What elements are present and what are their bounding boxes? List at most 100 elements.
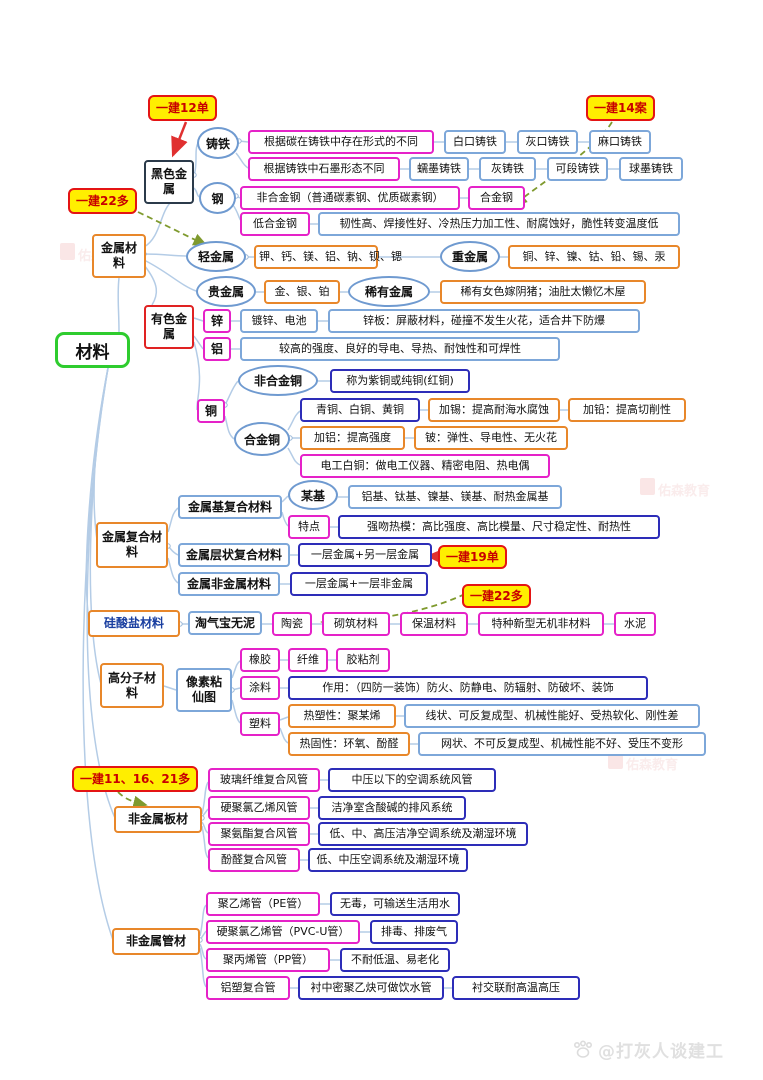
node-copper-add-lead: 加铅：提高切削性 [568, 398, 686, 422]
node-alloy-copper: 合金铜 [234, 422, 290, 456]
node-matrix-type: 某基 [288, 480, 338, 510]
node-pp-pipe: 聚丙烯管（PP管） [206, 948, 330, 972]
node-masonry-material: 砌筑材料 [322, 612, 390, 636]
node-zinc: 锌 [203, 309, 231, 333]
node-metal-nonmetal-def: 一层金属+一层非金属 [290, 572, 428, 596]
node-thermoset-props: 网状、不可反复成型、机械性能不好、受压不变形 [418, 732, 706, 756]
node-zinc-plate: 锌板：屏蔽材料，碰撞不发生火花，适合井下防爆 [328, 309, 640, 333]
node-gray-cast-iron: 灰铸铁 [479, 157, 536, 181]
node-rare-metal-mnemonic: 稀有女色嫁阴猪；油肚太懒忆木屋 [440, 280, 646, 304]
node-thermoset: 热固性：环氧、酚醛 [288, 732, 410, 756]
callout-yijian-11-16-21: 一建11、16、21多 [72, 766, 199, 792]
node-cement: 水泥 [614, 612, 656, 636]
node-cast-iron-rule2: 根据铸铁中石墨形态不同 [248, 157, 400, 181]
node-ductile-cast-iron: 球墨铸铁 [619, 157, 683, 181]
node-plastic: 塑料 [240, 712, 280, 736]
node-matrix-bases: 铝基、钛基、镍基、镁基、耐热金属基 [348, 485, 562, 509]
node-layered-composite-def: 一层金属+另一层金属 [298, 543, 432, 567]
node-aluminum: 铝 [203, 337, 231, 361]
node-copper-beryllium: 铍：弹性、导电性、无火花 [414, 426, 568, 450]
node-light-metal: 轻金属 [186, 241, 246, 272]
node-vermicular-cast-iron: 蠕墨铸铁 [409, 157, 469, 181]
node-pu-duct-use: 低、中、高压洁净空调系统及潮湿环境 [318, 822, 528, 846]
node-white-cast-iron: 白口铸铁 [444, 130, 506, 154]
node-cast-iron-rule1: 根据碳在铸铁中存在形式的不同 [248, 130, 434, 154]
node-light-metal-items: 钾、钙、镁、铝、钠、钡、锶 [254, 245, 402, 269]
node-copper-add-tin: 加锡：提高耐海水腐蚀 [428, 398, 560, 422]
node-gray-mouth-cast-iron: 灰口铸铁 [517, 130, 578, 154]
node-pe-pipe: 聚乙烯管（PE管） [206, 892, 320, 916]
node-material-root: 材料 [55, 332, 130, 368]
node-pvc-duct-use: 洁净室含酸碱的排风系统 [318, 796, 466, 820]
node-pvcu-pipe-use: 排毒、排废气 [370, 920, 458, 944]
node-copper-add-aluminum: 加铝：提高强度 [300, 426, 405, 450]
node-metal-nonmetal-composite: 金属非金属材料 [178, 572, 280, 596]
watermark-stamp: 佑森教育 [640, 478, 710, 499]
node-phenolic-duct: 酚醛复合风管 [208, 848, 300, 872]
node-pvc-duct: 硬聚氯乙烯风管 [208, 796, 310, 820]
node-metal-material: 金属材料 [92, 234, 146, 278]
node-low-alloy-steel-props: 韧性高、焊接性好、冷热压力加工性、耐腐蚀好，脆性转变温度低 [318, 212, 680, 236]
node-coating-use: 作用：（四防一装饰）防火、防静电、防辐射、防破坏、装饰 [288, 676, 648, 700]
node-rubber: 橡胶 [240, 648, 280, 672]
node-silicate-material: 硅酸盐材料 [88, 610, 180, 637]
paw-icon [573, 1039, 593, 1058]
node-al-plastic-pipe-use2: 衬交联耐高温高压 [452, 976, 580, 1000]
node-pp-pipe-use: 不耐低温、易老化 [340, 948, 450, 972]
node-adhesive: 胶粘剂 [336, 648, 390, 672]
node-thermoplastic: 热塑性：聚某烯 [288, 704, 396, 728]
node-mmc-feature-text: 强吻热模：高比强度、高比模量、尺寸稳定性、耐热性 [338, 515, 660, 539]
node-aluminum-props: 较高的强度、良好的导电、导热、耐蚀性和可焊性 [240, 337, 560, 361]
node-polymer-material: 高分子材料 [100, 663, 164, 708]
node-ferrous-metal: 黑色金属 [144, 160, 194, 204]
node-coating: 涂料 [240, 676, 280, 700]
seal-icon [60, 243, 75, 260]
author-watermark: @打灰人谈建工 [572, 1037, 724, 1062]
node-low-alloy-steel: 低合金钢 [240, 212, 310, 236]
node-rare-metal: 稀有金属 [348, 276, 430, 307]
node-copper-types: 青铜、白铜、黄铜 [300, 398, 420, 422]
node-copper: 铜 [197, 399, 225, 423]
node-nonmetal-sheet: 非金属板材 [114, 806, 202, 833]
callout-yijian-22-top: 一建22多 [68, 188, 137, 214]
node-silicate-mnemonic: 淘气宝无泥 [188, 611, 262, 635]
author-handle: @打灰人谈建工 [598, 1042, 724, 1062]
node-mottled-cast-iron: 麻口铸铁 [589, 130, 651, 154]
node-malleable-cast-iron: 可段铸铁 [547, 157, 608, 181]
node-non-alloy-copper: 非合金铜 [238, 365, 318, 396]
node-precious-metal: 贵金属 [196, 276, 256, 307]
callout-yijian-12: 一建12单 [148, 95, 217, 121]
node-alloy-steel: 合金钢 [468, 186, 525, 210]
watermark-stamp: 佑森教育 [608, 752, 678, 773]
node-metal-composite: 金属复合材料 [96, 522, 168, 568]
node-pu-duct: 聚氨酯复合风管 [208, 822, 310, 846]
node-al-plastic-pipe: 铝塑复合管 [206, 976, 290, 1000]
node-non-alloy-steel: 非合金钢（普通碳素钢、优质碳素钢） [240, 186, 460, 210]
node-metal-matrix-composite: 金属基复合材料 [178, 495, 282, 519]
seal-icon [608, 752, 623, 769]
node-steel: 钢 [199, 182, 236, 214]
node-al-plastic-pipe-use1: 衬中密聚乙炔可做饮水管 [298, 976, 444, 1000]
node-phenolic-duct-use: 低、中压空调系统及潮湿环境 [308, 848, 468, 872]
node-thermoplastic-props: 线状、可反复成型、机械性能好、受热软化、刚性差 [404, 704, 700, 728]
node-nonferrous-metal: 有色金属 [144, 305, 194, 349]
callout-yijian-19: 一建19单 [438, 545, 507, 569]
node-pe-pipe-use: 无毒，可输送生活用水 [330, 892, 460, 916]
callout-yijian-14: 一建14案 [586, 95, 655, 121]
node-layered-composite: 金属层状复合材料 [178, 543, 290, 567]
node-polymer-mnemonic: 像素粘仙图 [176, 668, 232, 712]
node-zinc-use: 镀锌、电池 [240, 309, 318, 333]
node-cast-iron: 铸铁 [197, 127, 239, 159]
node-ceramic: 陶瓷 [272, 612, 312, 636]
node-insulation-material: 保温材料 [400, 612, 468, 636]
node-mmc-feature: 特点 [288, 515, 330, 539]
node-special-inorganic: 特种新型无机非材料 [478, 612, 604, 636]
node-pure-copper: 称为紫铜或纯铜(红铜) [330, 369, 470, 393]
node-heavy-metal-items: 铜、锌、镍、钴、铅、锡、汞 [508, 245, 680, 269]
node-glass-fiber-duct-use: 中压以下的空调系统风管 [328, 768, 496, 792]
node-nonmetal-pipe: 非金属管材 [112, 928, 200, 955]
node-electric-cupronickel: 电工白铜：做电工仪器、精密电阻、热电偶 [300, 454, 550, 478]
node-fiber: 纤维 [288, 648, 328, 672]
node-glass-fiber-duct: 玻璃纤维复合风管 [208, 768, 320, 792]
